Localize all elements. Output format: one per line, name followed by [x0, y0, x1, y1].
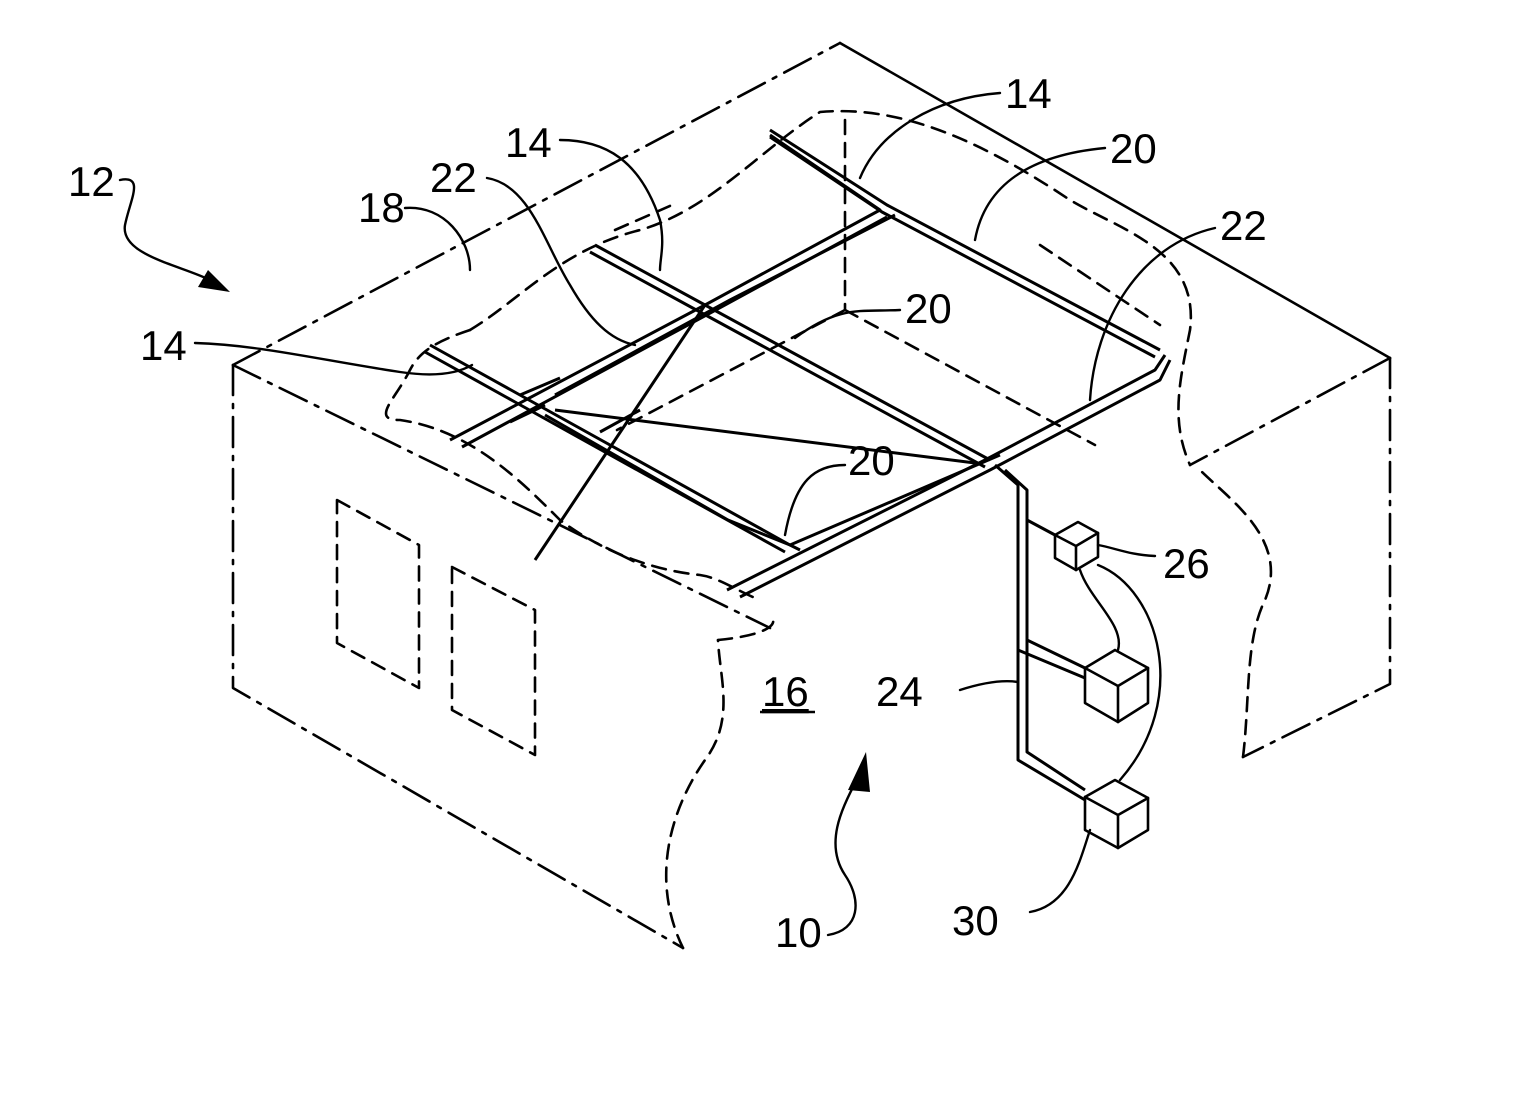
leader-lines [120, 93, 1215, 935]
label-30: 30 [952, 897, 999, 944]
label-12: 12 [68, 158, 115, 205]
label-16: 16 [762, 668, 809, 715]
roof-piping-grid [425, 130, 1170, 597]
label-18: 18 [358, 184, 405, 231]
label-14-top: 14 [1005, 70, 1052, 117]
equipment-box-26 [1055, 522, 1098, 570]
panel-hidden-lines [615, 120, 1160, 445]
label-14-mid: 14 [505, 119, 552, 166]
equipment-box-middle [1085, 650, 1148, 722]
reference-numerals: 12 18 22 14 14 20 22 14 20 20 26 24 16 3… [68, 70, 1267, 956]
equipment-box-30 [1085, 780, 1148, 848]
label-22-right: 22 [1220, 202, 1267, 249]
supply-pipe [995, 465, 1085, 800]
label-24: 24 [876, 668, 923, 715]
label-20-mid: 20 [905, 285, 952, 332]
label-22-left: 22 [430, 154, 477, 201]
label-10: 10 [775, 909, 822, 956]
windows [337, 500, 535, 755]
label-26: 26 [1163, 540, 1210, 587]
label-14-left: 14 [140, 322, 187, 369]
label-20-low: 20 [848, 437, 895, 484]
label-20-top: 20 [1110, 125, 1157, 172]
building-outline [233, 43, 1390, 948]
